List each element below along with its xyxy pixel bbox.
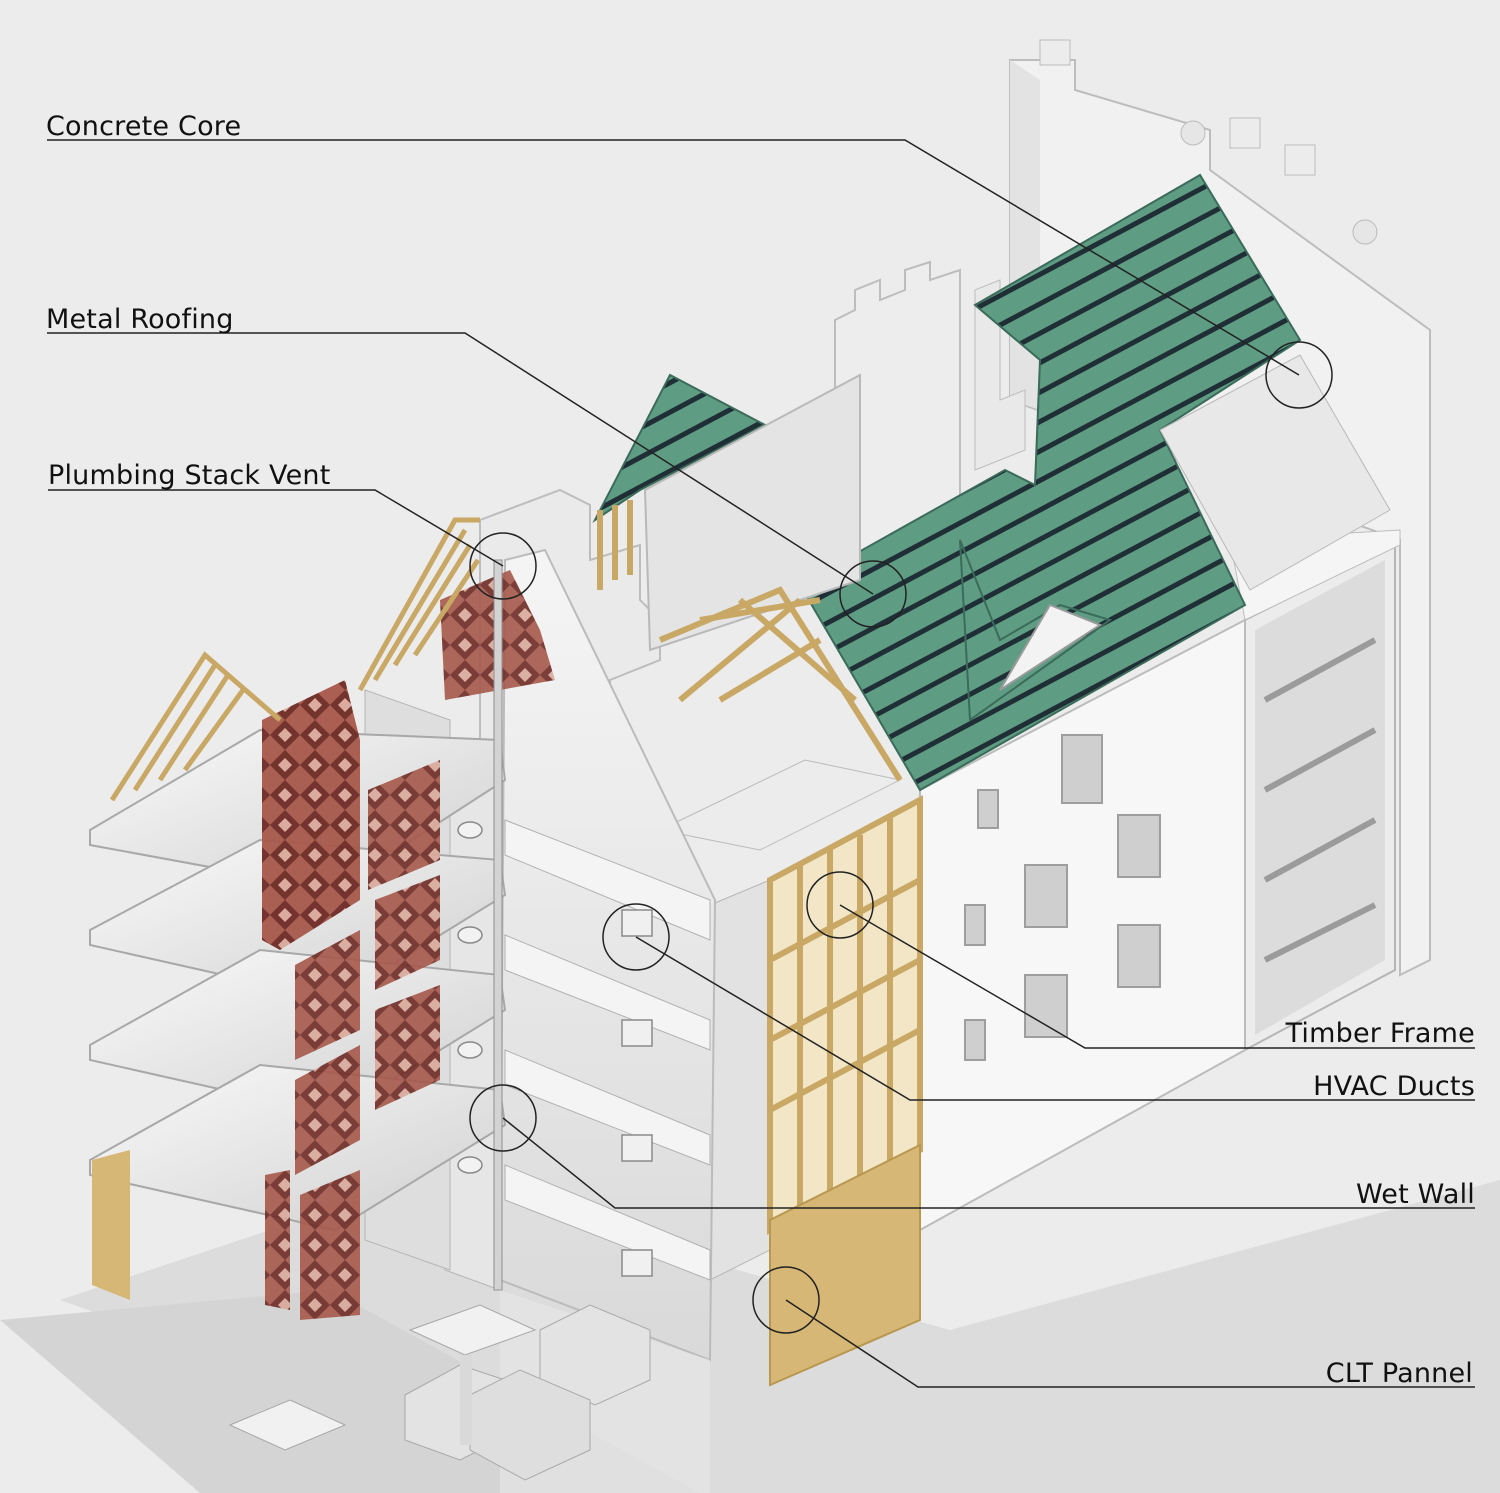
leader-timber-frame <box>839 904 1475 1049</box>
stair-tower <box>1229 529 1401 1052</box>
leader-metal-roofing <box>47 332 874 595</box>
metal-roof-main <box>798 173 1302 792</box>
left-floor-stack <box>89 517 717 1493</box>
callout-circle-concrete-core <box>1265 341 1333 409</box>
label-hvac-ducts: HVAC Ducts <box>1313 1071 1475 1102</box>
leader-hvac-ducts <box>635 936 1475 1101</box>
label-timber-frame: Timber Frame <box>1285 1018 1475 1049</box>
callout-circle-metal-roofing <box>839 560 907 628</box>
plumbing-stack-pipe <box>493 559 503 1291</box>
leader-wet-wall <box>502 1117 1475 1209</box>
leader-clt-pannel <box>785 1299 1475 1388</box>
label-clt-pannel: CLT Pannel <box>1325 1358 1473 1389</box>
label-concrete-core: Concrete Core <box>46 111 242 142</box>
middle-house <box>643 373 902 1281</box>
callout-lines <box>47 139 1475 1388</box>
callout-circle-hvac-ducts <box>602 903 670 971</box>
label-metal-roofing: Metal Roofing <box>46 304 234 335</box>
callout-circle-clt-panel <box>752 1266 820 1334</box>
white-facade <box>919 618 1246 1232</box>
leader-plumbing-stack <box>48 489 504 567</box>
leader-concrete-core <box>47 139 1300 376</box>
label-wet-wall: Wet Wall <box>1355 1179 1475 1210</box>
callout-circle-timber-frame <box>806 871 874 939</box>
callout-circle-plumbing-stack <box>469 532 537 600</box>
callout-circle-wet-wall <box>469 1084 537 1152</box>
label-plumbing-stack-vent: Plumbing Stack Vent <box>48 460 331 491</box>
